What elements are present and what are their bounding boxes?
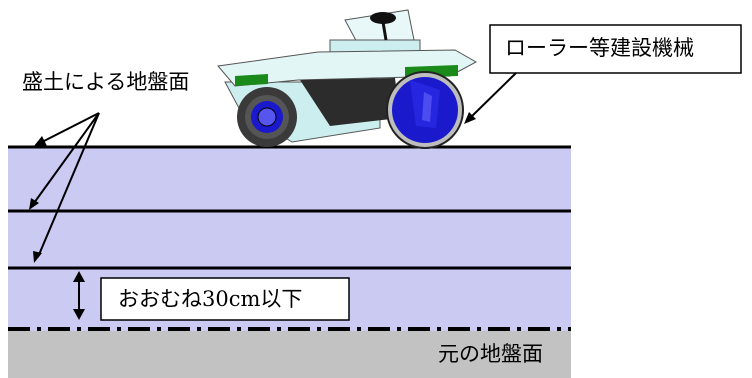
- machine-label-box: [489, 24, 742, 74]
- original-ground-label: 元の地盤面: [438, 342, 543, 366]
- road-roller-icon: [217, 9, 478, 149]
- original-ground-region: [8, 331, 571, 378]
- machine-label: ローラー等建設機械: [505, 36, 694, 60]
- fill-surface-arrows: [29, 112, 100, 263]
- thickness-label-box: [100, 277, 350, 321]
- thickness-dimension-arrow: [73, 271, 85, 320]
- thickness-label: おおむね30cm以下: [118, 287, 302, 311]
- machine-pointer-arrow: [464, 72, 517, 124]
- fill-surface-label: 盛土による地盤面: [22, 70, 189, 94]
